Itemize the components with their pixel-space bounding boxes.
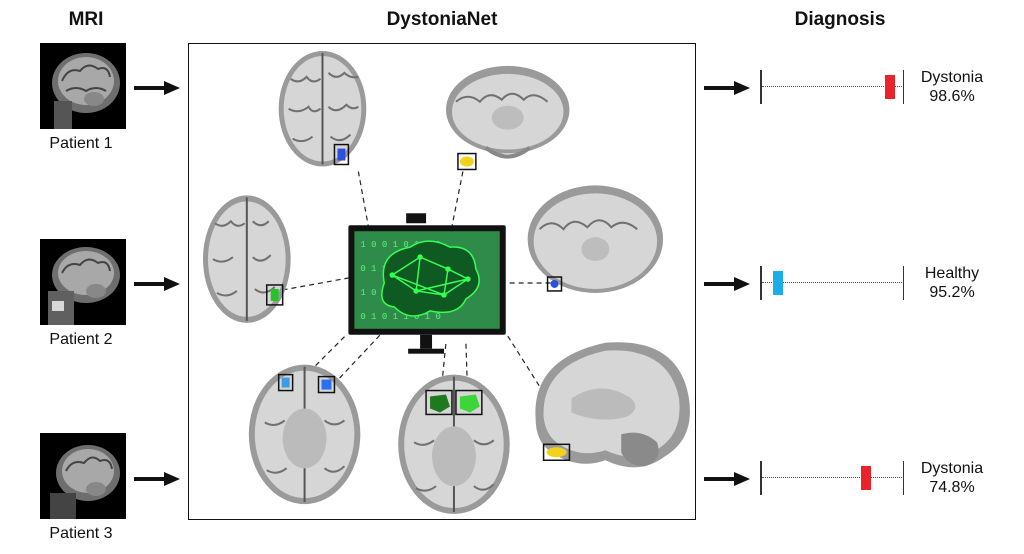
scale-left-tick bbox=[760, 461, 762, 495]
scale-line bbox=[762, 477, 902, 478]
diagnosis-marker bbox=[773, 271, 784, 295]
patient-3-mri-image bbox=[40, 433, 126, 519]
patient-2-diagnosis-text: Healthy 95.2% bbox=[906, 264, 998, 302]
diagnosis-label: Dystonia bbox=[920, 460, 984, 477]
scale-line bbox=[762, 86, 902, 87]
axial-brain-top bbox=[278, 50, 367, 167]
patient-2-diagnosis-scale bbox=[760, 266, 910, 300]
diagnosis-marker bbox=[860, 466, 871, 490]
scale-line bbox=[762, 282, 902, 283]
patient-1-mri-image bbox=[40, 43, 126, 129]
axial-brain-bottom-middle bbox=[398, 374, 510, 515]
diagnosis-label: Healthy bbox=[924, 265, 980, 282]
patient-1-output-arrow bbox=[704, 80, 750, 96]
patient-1-input-arrow bbox=[134, 80, 180, 96]
patient-1-diagnosis-scale bbox=[760, 70, 910, 104]
coronal-brain-mid-right bbox=[527, 185, 664, 293]
diagnosis-label: Dystonia bbox=[920, 69, 984, 86]
dystonianet-panel: 1 0 0 1 0 1 0 1 0 1 1 0 1 0 0 1 1 0 1 0 … bbox=[188, 43, 696, 520]
diagnosis-header: Diagnosis bbox=[794, 9, 886, 30]
diagnosis-confidence: 95.2% bbox=[929, 284, 975, 301]
scale-left-tick bbox=[760, 266, 762, 300]
svg-text:0 1 0 1 1 0 1 0: 0 1 0 1 1 0 1 0 bbox=[360, 312, 441, 322]
patient-2-output-arrow bbox=[704, 276, 750, 292]
diagnosis-confidence: 74.8% bbox=[929, 479, 975, 496]
scale-right-tick bbox=[902, 266, 904, 300]
scale-right-tick bbox=[902, 70, 904, 104]
svg-text:1 0 0 1 0 1 0 1: 1 0 0 1 0 1 0 1 bbox=[360, 240, 441, 250]
sagittal-brain-bottom-right bbox=[535, 342, 690, 468]
patient-3-diagnosis-text: Dystonia 74.8% bbox=[906, 459, 998, 497]
patient-1-label: Patient 1 bbox=[49, 135, 113, 152]
diagnosis-marker bbox=[884, 75, 895, 99]
patient-3-output-arrow bbox=[704, 471, 750, 487]
scale-right-tick bbox=[902, 461, 904, 495]
network-brain-icon bbox=[381, 240, 480, 317]
dystonianet-header: DystoniaNet bbox=[386, 9, 498, 30]
patient-3-label: Patient 3 bbox=[49, 525, 113, 542]
patient-3-input-arrow bbox=[134, 471, 180, 487]
dystonianet-diagram: 1 0 0 1 0 1 0 1 0 1 1 0 1 0 0 1 1 0 1 0 … bbox=[203, 50, 690, 515]
mri-header: MRI bbox=[68, 9, 104, 30]
monitor-icon: 1 0 0 1 0 1 0 1 0 1 1 0 1 0 0 1 1 0 1 0 … bbox=[348, 213, 506, 354]
patient-1-diagnosis-text: Dystonia 98.6% bbox=[906, 68, 998, 106]
axial-brain-mid-left bbox=[203, 195, 291, 323]
scale-left-tick bbox=[760, 70, 762, 104]
patient-2-input-arrow bbox=[134, 276, 180, 292]
patient-3-diagnosis-scale bbox=[760, 461, 910, 495]
patient-2-label: Patient 2 bbox=[49, 331, 113, 348]
coronal-brain-top bbox=[445, 65, 570, 171]
patient-2-mri-image bbox=[40, 239, 126, 325]
diagnosis-confidence: 98.6% bbox=[929, 88, 975, 105]
axial-brain-bottom-left bbox=[248, 364, 361, 505]
